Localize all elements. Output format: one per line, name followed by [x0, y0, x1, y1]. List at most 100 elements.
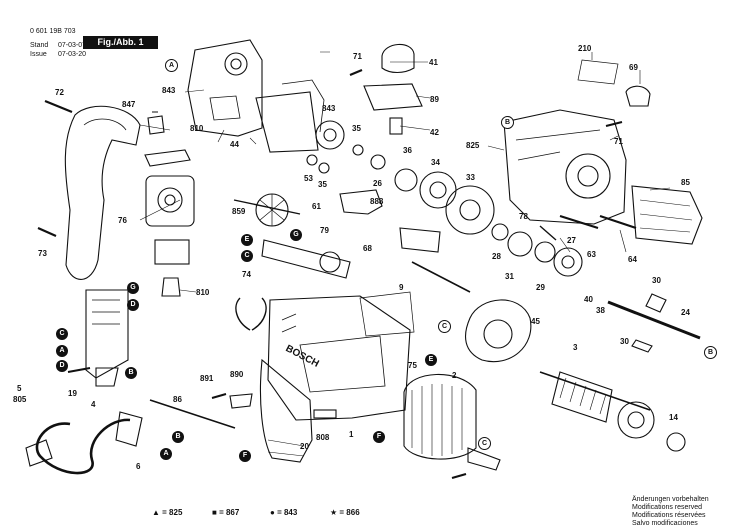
screw-63 — [559, 214, 599, 230]
part-number-label: 38 — [596, 306, 605, 315]
part-number-label: 64 — [628, 255, 637, 264]
ring-28 — [507, 231, 533, 257]
chuck-85 — [631, 185, 703, 245]
bearing-26 — [370, 154, 386, 170]
depth-stop-69 — [625, 85, 651, 107]
depth-gauge-block — [399, 227, 441, 253]
part-number-label: 891 — [200, 374, 214, 383]
switch-module — [145, 175, 195, 227]
cover-45 — [464, 299, 532, 363]
callout-d: D — [56, 360, 68, 372]
brush-890 — [229, 393, 253, 409]
callout-b: B — [125, 367, 137, 379]
part-number-label: 1 — [349, 430, 354, 439]
part-number-label: 30 — [620, 337, 629, 346]
part-number-label: 68 — [363, 244, 372, 253]
gear-36 — [394, 168, 418, 192]
callout-d: D — [127, 299, 139, 311]
part-number-label: 890 — [230, 370, 244, 379]
legend-867: ■ = 867 — [212, 508, 240, 517]
handle-half-shell — [64, 105, 141, 280]
callout-c: C — [478, 437, 491, 450]
part-number-label: 73 — [38, 249, 47, 258]
callout-a: A — [56, 345, 68, 357]
callout-e: E — [425, 354, 437, 366]
part-number-label: 810 — [190, 124, 204, 133]
part-number-label: 44 — [230, 140, 239, 149]
part-number-label: 24 — [681, 308, 690, 317]
part-number-label: 4 — [91, 400, 96, 409]
callout-e: E — [241, 234, 253, 246]
part-number-label: 34 — [431, 158, 440, 167]
cover-plate-9 — [359, 291, 415, 337]
callout-a: A — [160, 448, 172, 460]
issue-date: 07-03-20 — [58, 51, 87, 58]
switch-assembly — [85, 289, 129, 379]
part-number-label: 210 — [578, 44, 592, 53]
part-number-label: 89 — [430, 95, 439, 104]
selector-knob-41 — [381, 43, 415, 74]
part-number-label: 20 — [300, 442, 309, 451]
legend-843: ● = 843 — [270, 508, 298, 517]
plug — [25, 439, 53, 467]
air-guide — [255, 91, 319, 153]
part-number-label: 33 — [466, 173, 475, 182]
stand-label: Stand — [30, 42, 49, 49]
part-number-label: 810 — [196, 288, 210, 297]
legend-825: ▲ = 825 — [152, 508, 183, 517]
field-coil-2 — [403, 373, 477, 460]
part-number-label: 28 — [492, 252, 501, 261]
power-cord — [35, 418, 131, 475]
callout-b: B — [501, 116, 514, 129]
part-number-label: 14 — [669, 413, 678, 422]
note-line: Änderungen vorbehalten — [632, 496, 709, 503]
note-line: Salvo modificaciones — [632, 520, 698, 527]
brush-810 — [161, 277, 181, 297]
gear-housing-825 — [503, 109, 627, 225]
part-number-label: 888 — [370, 197, 384, 206]
callout-b: B — [172, 431, 184, 443]
part-number-label: 29 — [536, 283, 545, 292]
part-number-label: 3 — [573, 343, 578, 352]
part-number-label: 85 — [681, 178, 690, 187]
screw-64 — [599, 214, 637, 230]
part-number-label: 36 — [403, 146, 412, 155]
callout-a: A — [165, 59, 178, 72]
note-line: Modifications réservées — [632, 512, 706, 519]
armature-fan — [617, 401, 655, 439]
callout-f: F — [373, 431, 385, 443]
cable-86 — [149, 399, 236, 429]
part-number-label: 63 — [587, 250, 596, 259]
label-plate — [313, 409, 337, 419]
part-number-label: 40 — [584, 295, 593, 304]
label-210 — [577, 59, 619, 85]
part-number-label: 847 — [122, 100, 136, 109]
legend-866: ★ = 866 — [330, 508, 360, 517]
part-number-label: 69 — [629, 63, 638, 72]
spindle-24 — [607, 300, 701, 340]
screw-73 — [37, 226, 57, 238]
note-line: Modifications reserved — [632, 504, 703, 511]
screw-72 — [44, 99, 73, 114]
switch-cover-89 — [363, 83, 423, 111]
part-number-label: 61 — [312, 202, 321, 211]
issue-label: Issue — [30, 51, 47, 58]
part-number-label: 42 — [430, 128, 439, 137]
bearing-29 — [553, 247, 583, 277]
part-number-label: 9 — [399, 283, 404, 292]
gear-34 — [419, 171, 457, 209]
part-number-label: 45 — [531, 317, 540, 326]
part-number-label: 71 — [353, 52, 362, 61]
document-number: 0 601 19B 703 — [30, 28, 76, 35]
part-number-label: 53 — [304, 174, 313, 183]
callout-c: C — [438, 320, 451, 333]
lever-888 — [339, 189, 383, 215]
cord-guard — [115, 411, 143, 447]
armature-3 — [551, 371, 613, 423]
part-number-label: 843 — [322, 104, 336, 113]
part-number-label: 843 — [162, 86, 176, 95]
gear-housing-cover — [187, 39, 263, 137]
callout-g: G — [127, 282, 139, 294]
